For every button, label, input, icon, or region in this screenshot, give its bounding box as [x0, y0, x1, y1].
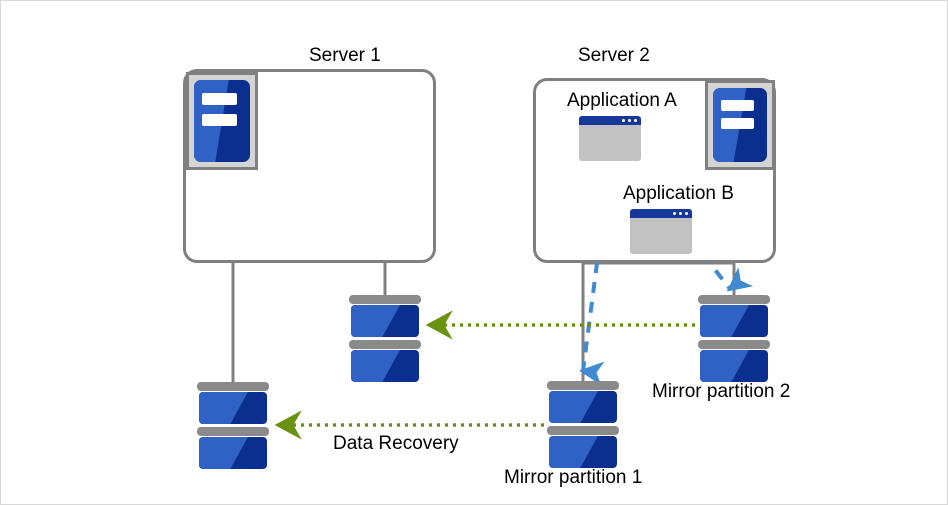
- window-dot-icon: [634, 119, 637, 122]
- application-a-label: Application A: [567, 90, 677, 111]
- server-icon-bar-top: [720, 99, 755, 111]
- disk-cap: [349, 295, 421, 304]
- window-dot-icon: [622, 119, 625, 122]
- disk-segment: [547, 381, 619, 423]
- server1-tower-icon: [186, 72, 258, 170]
- window-dot-icon: [685, 212, 688, 215]
- application-b-label: Application B: [623, 183, 734, 204]
- server-icon-bar-bottom: [720, 118, 755, 130]
- disk-cap: [547, 426, 619, 435]
- server-icon-bar-bottom: [201, 113, 237, 126]
- disk-cap: [698, 295, 770, 304]
- connector-server1-to-disks: [231, 263, 387, 383]
- window-dot-icon: [628, 119, 631, 122]
- disk-block: [549, 436, 617, 468]
- disk-segment: [698, 340, 770, 382]
- server1-label: Server 1: [309, 45, 381, 66]
- disk-segment: [197, 382, 269, 424]
- disk-segment: [349, 295, 421, 337]
- disk-segment: [698, 295, 770, 337]
- disk-server1-upper: [349, 295, 421, 382]
- window-dot-icon: [673, 212, 676, 215]
- disk-cap: [547, 381, 619, 390]
- disk-cap: [197, 427, 269, 436]
- server2-tower-icon: [705, 80, 775, 170]
- application-a-window-icon: [579, 116, 641, 161]
- disk-segment: [197, 427, 269, 469]
- disk-cap: [698, 340, 770, 349]
- window-dot-icon: [679, 212, 682, 215]
- disk-segment: [547, 426, 619, 468]
- server-icon-bar-top: [201, 93, 237, 106]
- mirror-partition-1-label: Mirror partition 1: [504, 467, 643, 488]
- server-icon-body: [194, 80, 250, 162]
- disk-cap: [197, 382, 269, 391]
- application-b-window-icon: [630, 209, 692, 254]
- disk-mirror-partition-1: [547, 381, 619, 468]
- app-window-titlebar: [630, 209, 692, 218]
- disk-block: [700, 350, 768, 382]
- disk-mirror-partition-2: [698, 295, 770, 382]
- disk-block: [700, 305, 768, 337]
- disk-block: [351, 305, 419, 337]
- app-window-titlebar: [579, 116, 641, 125]
- server-icon-body: [713, 88, 767, 162]
- disk-segment: [349, 340, 421, 382]
- disk-block: [351, 350, 419, 382]
- disk-block: [199, 437, 267, 469]
- data-recovery-label: Data Recovery: [333, 433, 459, 454]
- disk-cap: [349, 340, 421, 349]
- disk-server1-lower: [197, 382, 269, 469]
- server2-label: Server 2: [578, 45, 650, 66]
- disk-block: [199, 392, 267, 424]
- edge-write-a-to-mirror1: [579, 162, 612, 386]
- disk-block: [549, 391, 617, 423]
- mirror-partition-2-label: Mirror partition 2: [652, 381, 791, 402]
